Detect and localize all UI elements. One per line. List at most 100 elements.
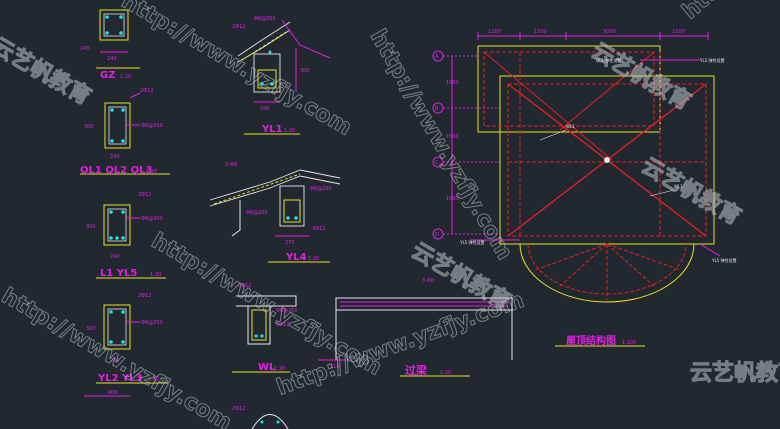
- roof-dim-left: 1500: [446, 134, 459, 140]
- l1-outline: [103, 204, 131, 246]
- ql-dim-label: 240: [110, 154, 120, 160]
- roof-bay-radial: [606, 243, 655, 287]
- yl2-dim-label: 240: [110, 358, 120, 364]
- ql-rebar: [121, 108, 125, 112]
- yl4-scale: 1:20: [308, 256, 319, 262]
- lintel-dim-label: 110: [330, 364, 340, 370]
- l1-rebar-label: 2Φ12: [138, 192, 151, 198]
- l1-scale: 1:20: [150, 272, 161, 278]
- gz-dim-label: 240: [80, 46, 90, 52]
- yl4-rebar: [294, 216, 298, 220]
- l1-rebar: [109, 236, 113, 240]
- roof-note: YL5 弹性设置: [711, 257, 737, 263]
- roof-dim-top: 1200: [488, 29, 501, 35]
- roof-dim-left: 1500: [446, 196, 459, 202]
- yl2-rebar: [109, 340, 113, 344]
- section-bottom-partial: [251, 414, 289, 429]
- roof-bay-radial: [559, 243, 608, 287]
- axis-label-d: D: [435, 232, 439, 238]
- wl-scale: 1:20: [274, 366, 285, 372]
- yl2-dim-label: 400: [108, 390, 118, 396]
- axis-label-c: C: [435, 160, 439, 166]
- gz-outline: [99, 9, 129, 41]
- bottom-partial-rebar: [276, 420, 280, 424]
- roof-note: WL1: [566, 124, 575, 129]
- wl-stirrup-label: Φ6@250: [276, 308, 298, 314]
- yl1-leader: [281, 19, 331, 59]
- ql-title: QL1 QL2 QL3: [80, 165, 152, 176]
- ql-dim-label: 300: [84, 124, 94, 130]
- wl-rebar-label: 3Φ12: [276, 322, 289, 328]
- roof-bay-radial: [534, 243, 608, 271]
- gz-scale: 1:20: [120, 74, 131, 80]
- roof-scale: 1:100: [622, 340, 636, 346]
- roof-bay-arc: [519, 243, 695, 303]
- section-yl1: [237, 19, 331, 135]
- section-gz: [96, 9, 140, 69]
- yl1-title: YL1: [261, 124, 283, 135]
- bottom-partial-arc: [251, 414, 289, 429]
- l1-title: L1 YL5: [100, 268, 137, 279]
- roof-apex: [604, 157, 610, 163]
- watermark-url: http://www.yzfjy.com: [117, 0, 356, 141]
- yl4-rebar-label: 3-Φ8: [225, 162, 237, 168]
- yl1-dim-label: 300: [300, 68, 310, 74]
- section-wl: [232, 295, 297, 373]
- yl2-stirrup-label: Φ6@250: [141, 320, 163, 326]
- yl1-beam: [253, 53, 281, 93]
- yl2-dim-label: 300: [86, 326, 96, 332]
- ql-scale: 1:20: [146, 169, 157, 175]
- ql-leader: [129, 92, 141, 99]
- yl1-stirrup-label: Φ6@250: [254, 16, 276, 22]
- lintel-beam: [335, 297, 513, 311]
- roof-note-leader: [699, 243, 721, 257]
- yl4-stirrup: [283, 199, 301, 223]
- l1-rebar: [121, 236, 125, 240]
- yl1-rebar: [260, 82, 264, 86]
- watermark-brand: 云艺帆教育: [0, 33, 95, 111]
- section-ql: [80, 92, 170, 175]
- roof-diagonal-upper: [483, 51, 613, 161]
- yl4-slab: [209, 169, 341, 201]
- l1-stirrup: [107, 208, 127, 242]
- section-lintel: [318, 297, 513, 377]
- yl4-rebar-label: 3Φ12: [312, 226, 325, 232]
- bottom-partial-rebar: [260, 420, 264, 424]
- axis-label-a: A: [435, 54, 439, 60]
- wl-rebar: [254, 334, 258, 338]
- roof-title: 屋顶结构图: [566, 334, 616, 347]
- gz-rebar: [119, 31, 123, 35]
- gz-stirrup: [103, 13, 125, 37]
- gz-dim-label: 240: [107, 56, 117, 62]
- roof-leader: [649, 189, 675, 197]
- roof-note: QL1 弹性设置: [596, 57, 621, 63]
- gz-rebar: [105, 31, 109, 35]
- watermark-url: http://www.yzfjy.com: [365, 26, 517, 265]
- roof-diagonal-upper: [559, 51, 655, 131]
- yl1-rebar: [268, 50, 272, 54]
- lintel-scale: 1:20: [440, 370, 451, 376]
- watermark-brand: 云艺帆教育: [637, 153, 745, 231]
- section-yl4: [209, 169, 341, 263]
- yl2-rebar: [109, 310, 113, 314]
- yl2-rebar-label: 2Φ12: [138, 293, 151, 299]
- yl4-stirrup-label: Φ6@250: [310, 186, 332, 192]
- wl-beam: [247, 305, 271, 345]
- yl2-outline: [103, 304, 131, 350]
- roof-note: YL5 弹性设置: [459, 239, 485, 245]
- yl1-rebar: [270, 82, 274, 86]
- roof-beam-main: [507, 83, 707, 237]
- roof-note: YL5 弹性设置: [699, 57, 725, 63]
- ql-stirrup-label: Φ6@250: [141, 123, 163, 129]
- yl4-stirrup-label: Φ6@200: [246, 210, 268, 216]
- yl2-rebar: [121, 340, 125, 344]
- yl2-title: YL2 YL3: [97, 373, 143, 384]
- l1-dim-label: 240: [110, 254, 120, 260]
- yl1-dim-label: 240: [260, 106, 270, 112]
- roof-leader: [539, 129, 567, 141]
- roof-bay-radial: [606, 243, 681, 271]
- roof-dim-top: 1500: [672, 29, 685, 35]
- wl-title: WL: [258, 362, 276, 373]
- ql-rebar: [110, 139, 114, 143]
